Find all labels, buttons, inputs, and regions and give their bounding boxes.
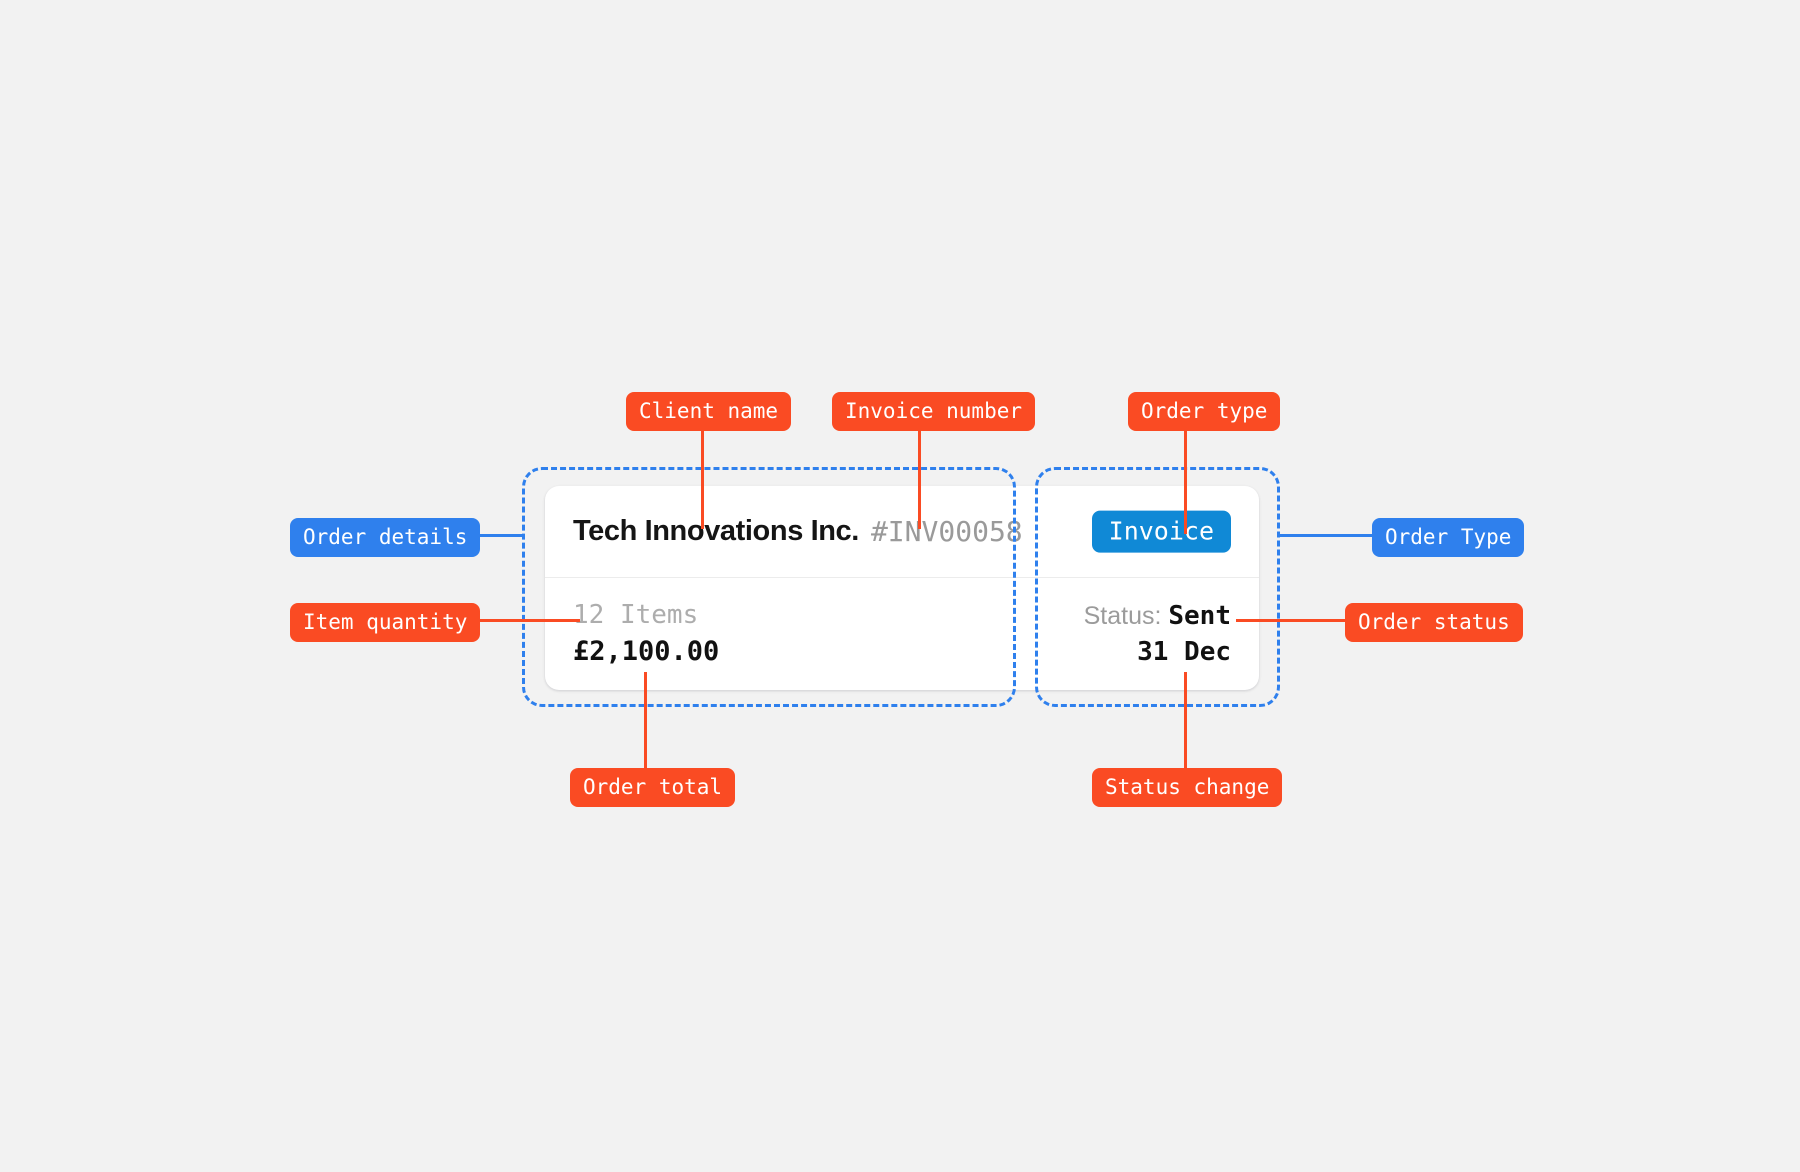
- order-status-line: Status: Sent: [1084, 601, 1231, 631]
- order-summary-left: 12 Items £2,100.00: [573, 600, 719, 667]
- annotation-status-change[interactable]: Status change: [1092, 768, 1283, 808]
- annotation-invoice-number[interactable]: Invoice number: [832, 392, 1036, 432]
- annotation-order-total[interactable]: Order total: [570, 768, 736, 808]
- order-card[interactable]: Tech Innovations Inc. #INV00058 Invoice …: [545, 486, 1259, 690]
- annotation-order-type-right[interactable]: Order Type: [1372, 518, 1525, 558]
- connector-order-details: [464, 534, 524, 537]
- status-change-date: 31 Dec: [1137, 636, 1231, 667]
- invoice-number: #INV00058: [870, 515, 1023, 548]
- order-status-value: Sent: [1168, 600, 1231, 631]
- annotation-order-status[interactable]: Order status: [1345, 603, 1523, 643]
- order-summary-right: Status: Sent 31 Dec: [1084, 601, 1231, 667]
- connector-order-total: [644, 672, 647, 768]
- connector-item-quantity: [464, 619, 580, 622]
- order-status-label: Status:: [1083, 601, 1162, 630]
- order-card-body: 12 Items £2,100.00 Status: Sent 31 Dec: [545, 578, 1259, 689]
- annotation-item-quantity[interactable]: Item quantity: [290, 603, 481, 643]
- order-card-header: Tech Innovations Inc. #INV00058 Invoice: [545, 486, 1259, 578]
- connector-order-type-right: [1279, 534, 1374, 537]
- client-name: Tech Innovations Inc.: [573, 515, 859, 547]
- connector-client-name: [701, 421, 704, 529]
- annotation-order-details[interactable]: Order details: [290, 518, 481, 558]
- connector-order-type-top: [1184, 421, 1187, 534]
- connector-status-change: [1184, 672, 1187, 768]
- item-quantity-value: 12 Items: [573, 600, 699, 630]
- connector-invoice-number: [918, 421, 921, 529]
- annotation-order-type-top[interactable]: Order type: [1128, 392, 1281, 432]
- annotation-client-name[interactable]: Client name: [626, 392, 792, 432]
- order-total-value: £2,100.00: [573, 636, 720, 667]
- connector-order-status: [1236, 619, 1346, 622]
- order-type-badge[interactable]: Invoice: [1091, 510, 1231, 553]
